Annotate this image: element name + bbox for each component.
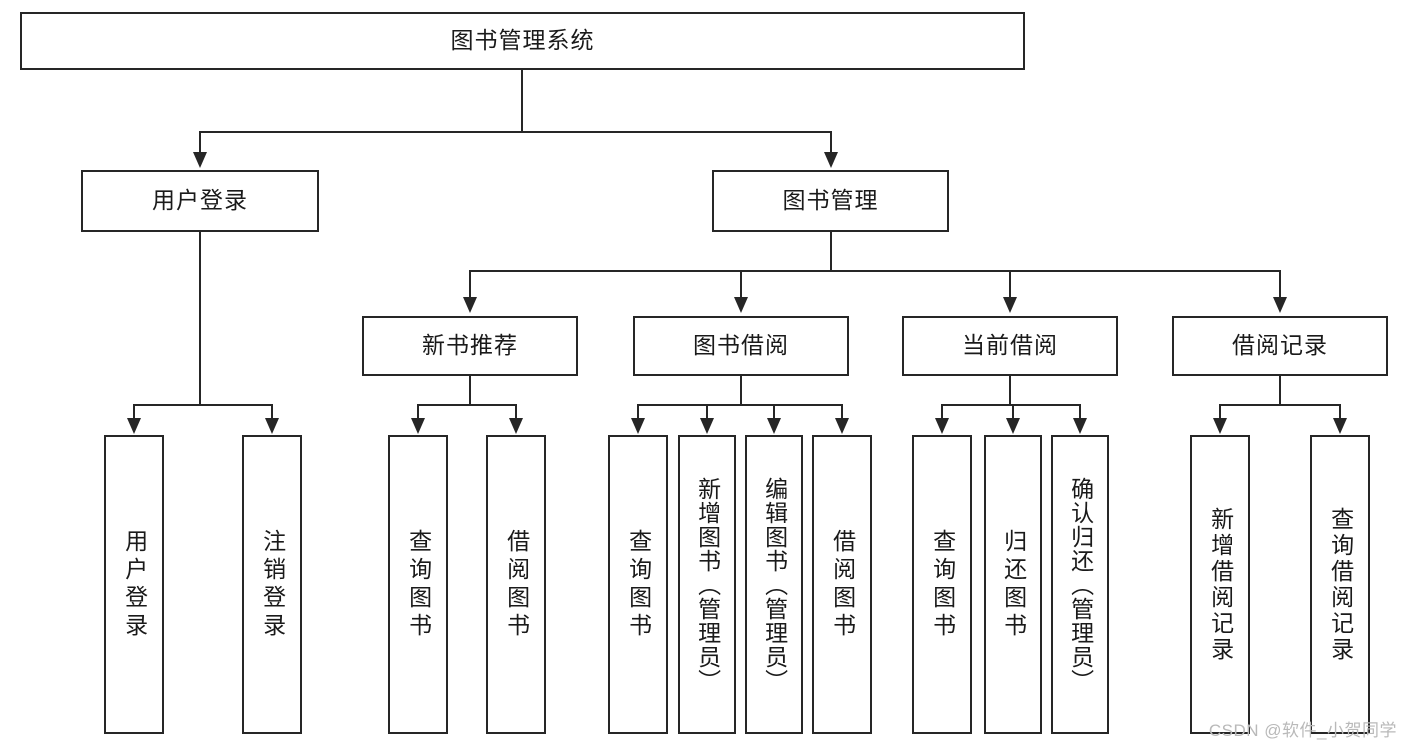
csdn-watermark: CSDN @软件_小贺同学 <box>1208 721 1397 740</box>
edge-drop-borrow-record <box>1279 270 1281 299</box>
edge-drop-leaf-add-borrow-record <box>1219 404 1221 420</box>
leaf-node-query-book-current[interactable]: 查询图书 <box>912 435 972 734</box>
leaf-node-user-logout[interactable]: 注销登录 <box>242 435 302 734</box>
arrow-new-book-recommend <box>463 297 477 313</box>
leaf-node-add-book[interactable]: 新增图书（管理员） <box>678 435 736 734</box>
edge-user-login-leaf-bus <box>133 404 273 406</box>
edge-user-login-stem <box>199 232 201 405</box>
edge-book-borrow-leaf-bus <box>637 404 842 406</box>
edge-book-borrow-stem <box>740 376 742 405</box>
node-book-borrow[interactable]: 图书借阅 <box>633 316 849 376</box>
edge-drop-book-borrow <box>740 270 742 299</box>
node-root-system[interactable]: 图书管理系统 <box>20 12 1025 70</box>
leaf-node-user-login[interactable]: 用户登录 <box>104 435 164 734</box>
edge-book-manage-stem <box>830 232 832 271</box>
edge-drop-leaf-query-book-recommend <box>417 404 419 420</box>
leaf-node-return-book[interactable]: 归还图书 <box>984 435 1042 734</box>
arrow-leaf-query-book-current <box>935 418 949 434</box>
arrow-leaf-user-login <box>127 418 141 434</box>
edge-drop-book-manage <box>830 131 832 155</box>
edge-drop-leaf-query-book-current <box>941 404 943 420</box>
edge-drop-leaf-edit-book <box>773 404 775 420</box>
edge-level2-bus <box>199 131 832 133</box>
edge-drop-user-login <box>199 131 201 155</box>
node-borrow-record[interactable]: 借阅记录 <box>1172 316 1388 376</box>
edge-drop-current-borrow <box>1009 270 1011 299</box>
edge-drop-new-book-recommend <box>469 270 471 299</box>
edge-current-borrow-stem <box>1009 376 1011 405</box>
leaf-node-add-borrow-record[interactable]: 新增借阅记录 <box>1190 435 1250 734</box>
arrow-user-login <box>193 152 207 168</box>
edge-drop-leaf-user-login <box>133 404 135 420</box>
edge-drop-leaf-add-book <box>706 404 708 420</box>
edge-drop-leaf-user-logout <box>271 404 273 420</box>
edge-borrow-record-leaf-bus <box>1219 404 1340 406</box>
edge-drop-leaf-borrow-book-recommend <box>515 404 517 420</box>
arrow-leaf-confirm-return <box>1073 418 1087 434</box>
leaf-node-confirm-return[interactable]: 确认归还（管理员） <box>1051 435 1109 734</box>
arrow-leaf-add-borrow-record <box>1213 418 1227 434</box>
arrow-leaf-query-borrow-record <box>1333 418 1347 434</box>
arrow-current-borrow <box>1003 297 1017 313</box>
leaf-node-query-borrow-record[interactable]: 查询借阅记录 <box>1310 435 1370 734</box>
node-book-manage[interactable]: 图书管理 <box>712 170 949 232</box>
arrow-leaf-borrow-book <box>835 418 849 434</box>
arrow-leaf-user-logout <box>265 418 279 434</box>
edge-drop-leaf-query-borrow-record <box>1339 404 1341 420</box>
edge-borrow-record-stem <box>1279 376 1281 405</box>
node-new-book-recommend[interactable]: 新书推荐 <box>362 316 578 376</box>
leaf-node-borrow-book-recommend[interactable]: 借阅图书 <box>486 435 546 734</box>
arrow-leaf-borrow-book-recommend <box>509 418 523 434</box>
edge-drop-leaf-confirm-return <box>1079 404 1081 420</box>
edge-drop-leaf-return-book <box>1012 404 1014 420</box>
edge-new-book-recommend-leaf-bus <box>417 404 516 406</box>
edge-drop-leaf-borrow-book <box>841 404 843 420</box>
node-user-login[interactable]: 用户登录 <box>81 170 319 232</box>
leaf-node-query-book-borrow[interactable]: 查询图书 <box>608 435 668 734</box>
edge-new-book-recommend-stem <box>469 376 471 405</box>
arrow-book-borrow <box>734 297 748 313</box>
edge-drop-leaf-query-book-borrow <box>637 404 639 420</box>
arrow-leaf-return-book <box>1006 418 1020 434</box>
arrow-leaf-add-book <box>700 418 714 434</box>
arrow-book-manage <box>824 152 838 168</box>
arrow-leaf-query-book-recommend <box>411 418 425 434</box>
edge-level3-bus <box>469 270 1281 272</box>
edge-current-borrow-leaf-bus <box>941 404 1080 406</box>
arrow-leaf-query-book-borrow <box>631 418 645 434</box>
edge-root-stem <box>521 70 523 132</box>
leaf-node-borrow-book[interactable]: 借阅图书 <box>812 435 872 734</box>
node-current-borrow[interactable]: 当前借阅 <box>902 316 1118 376</box>
leaf-node-edit-book[interactable]: 编辑图书（管理员） <box>745 435 803 734</box>
arrow-borrow-record <box>1273 297 1287 313</box>
arrow-leaf-edit-book <box>767 418 781 434</box>
leaf-node-query-book-recommend[interactable]: 查询图书 <box>388 435 448 734</box>
